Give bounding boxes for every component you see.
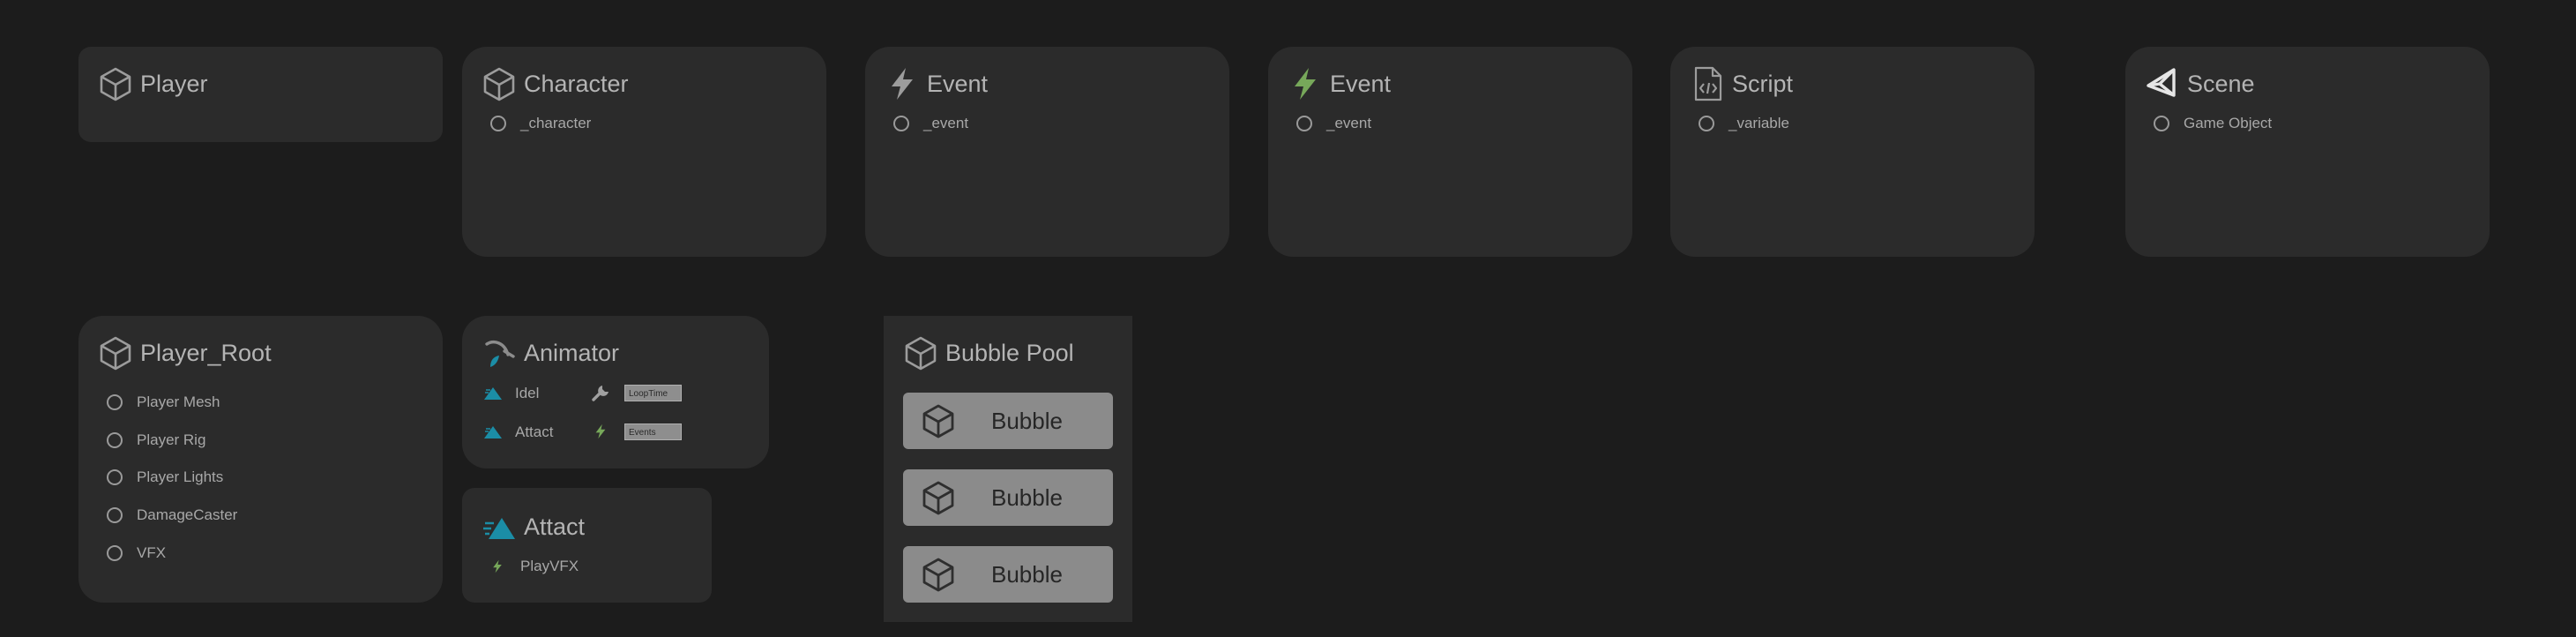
node-title: Event xyxy=(927,70,989,97)
slot-radio[interactable] xyxy=(490,116,506,131)
cube-icon xyxy=(482,66,517,101)
bubble-label: Bubble xyxy=(991,408,1063,434)
cube-icon xyxy=(98,335,133,371)
lightning-green-icon xyxy=(490,557,504,576)
node-title: Player_Root xyxy=(140,339,272,366)
list-item: Player Rig xyxy=(137,431,206,448)
wrench-icon xyxy=(592,386,609,401)
bubble-label: Bubble xyxy=(991,561,1063,588)
bubble-label: Bubble xyxy=(991,484,1063,511)
cube-icon xyxy=(921,403,956,438)
events-field[interactable]: Events xyxy=(624,423,682,440)
slot-label: _event xyxy=(1326,115,1372,131)
slot-label: _event xyxy=(923,115,969,131)
list-item: VFX xyxy=(137,544,167,561)
node-title: Script xyxy=(1732,70,1794,97)
list-item: Player Mesh xyxy=(137,393,220,410)
script-node[interactable]: Script _variable xyxy=(1670,47,2035,257)
slot-radio[interactable] xyxy=(1296,116,1312,131)
animation-clip-icon xyxy=(484,426,502,438)
player-root-node[interactable]: Player_Root Player Mesh Player Rig Playe… xyxy=(78,316,443,603)
event-label: PlayVFX xyxy=(520,558,579,574)
node-title: Character xyxy=(524,70,629,97)
slot-label: _character xyxy=(520,115,592,131)
cube-icon xyxy=(921,480,956,515)
lightning-green-icon xyxy=(593,422,609,441)
scene-node[interactable]: Scene Game Object xyxy=(2125,47,2490,257)
animation-clip-icon xyxy=(484,387,502,400)
item-radio[interactable] xyxy=(107,507,123,523)
node-title: Player xyxy=(140,70,208,97)
slot-label: _variable xyxy=(1729,115,1789,131)
clip-label: Attact xyxy=(515,423,554,440)
attact-node[interactable]: Attact PlayVFX xyxy=(462,488,712,603)
slot-radio[interactable] xyxy=(1699,116,1714,131)
node-title: Event xyxy=(1330,70,1392,97)
character-node[interactable]: Character _character xyxy=(462,47,826,257)
animation-clip-icon xyxy=(483,518,515,539)
code-file-icon xyxy=(1690,66,1725,101)
animator-node[interactable]: Animator Idel Attact LoopTime Events xyxy=(462,316,769,468)
player-node[interactable]: Player xyxy=(78,47,443,142)
loop-time-field[interactable]: LoopTime xyxy=(624,384,682,401)
cube-icon xyxy=(903,335,938,371)
slot-label: Game Object xyxy=(2184,115,2273,131)
lightning-icon xyxy=(885,66,920,101)
slot-radio[interactable] xyxy=(893,116,909,131)
item-radio[interactable] xyxy=(107,432,123,448)
node-title: Attact xyxy=(524,513,586,540)
list-item: Player Lights xyxy=(137,468,224,485)
cube-icon xyxy=(921,557,956,592)
event-node-2[interactable]: Event _event xyxy=(1268,47,1632,257)
lightning-green-icon xyxy=(1288,66,1323,101)
bubble-pool-node[interactable]: Bubble Pool Bubble Bubble Bubble xyxy=(884,316,1132,622)
node-title: Animator xyxy=(524,339,620,366)
list-item: DamageCaster xyxy=(137,506,238,523)
bubble-button[interactable]: Bubble xyxy=(903,546,1113,603)
item-radio[interactable] xyxy=(107,394,123,410)
bubble-button[interactable]: Bubble xyxy=(903,469,1113,526)
slot-radio[interactable] xyxy=(2154,116,2169,131)
clip-label: Idel xyxy=(515,385,540,401)
cube-icon xyxy=(98,66,133,101)
item-radio[interactable] xyxy=(107,469,123,485)
animator-icon xyxy=(485,341,515,367)
bubble-button[interactable]: Bubble xyxy=(903,393,1113,449)
unity-logo-icon xyxy=(2145,66,2180,101)
event-node-1[interactable]: Event _event xyxy=(865,47,1229,257)
node-title: Bubble Pool xyxy=(945,339,1074,366)
item-radio[interactable] xyxy=(107,545,123,561)
node-title: Scene xyxy=(2187,70,2255,97)
